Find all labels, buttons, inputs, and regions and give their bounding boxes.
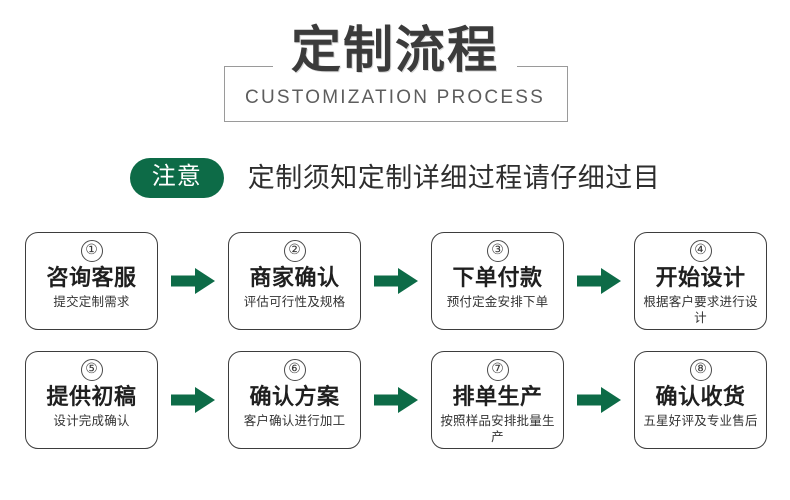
- step-number-5: ⑤: [80, 359, 103, 381]
- page-subtitle: CUSTOMIZATION PROCESS: [245, 87, 545, 108]
- step-desc-7: 按照样品安排批量生产: [440, 414, 555, 444]
- arrow-icon-1: [158, 261, 228, 301]
- step-box-8: ⑧ 确认收货 五星好评及专业售后: [634, 351, 767, 449]
- arrow-icon-4: [158, 380, 228, 420]
- arrow-icon-6: [564, 380, 634, 420]
- step-desc-4: 根据客户要求进行设计: [643, 295, 758, 325]
- step-box-5: ⑤ 提供初稿 设计完成确认: [25, 351, 158, 449]
- step-desc-6: 客户确认进行加工: [243, 414, 346, 428]
- step-box-1: ① 咨询客服 提交定制需求: [25, 232, 158, 330]
- step-title-7: 排单生产: [452, 384, 543, 409]
- step-title-5: 提供初稿: [46, 384, 137, 409]
- page-title-text: 定制流程: [273, 22, 517, 78]
- step-title-1: 咨询客服: [46, 265, 137, 290]
- step-number-3: ③: [486, 240, 509, 262]
- notice-badge: 注意: [129, 158, 224, 198]
- step-number-6: ⑥: [283, 359, 306, 381]
- process-flow: ① 咨询客服 提交定制需求 ② 商家确认 评估可行性及规格 ③ 下单付款 预付定…: [0, 222, 790, 460]
- step-title-4: 开始设计: [655, 265, 746, 290]
- step-title-8: 确认收货: [655, 384, 746, 409]
- arrow-icon-3: [564, 261, 634, 301]
- step-title-2: 商家确认: [249, 265, 340, 290]
- notice-text: 定制须知定制详细过程请仔细过目: [247, 163, 661, 193]
- arrow-icon-5: [361, 380, 431, 420]
- process-row-1: ① 咨询客服 提交定制需求 ② 商家确认 评估可行性及规格 ③ 下单付款 预付定…: [0, 222, 790, 340]
- step-number-8: ⑧: [689, 359, 712, 381]
- step-number-4: ④: [689, 240, 712, 262]
- step-title-3: 下单付款: [452, 265, 543, 290]
- page-header: 定制流程 CUSTOMIZATION PROCESS: [0, 0, 790, 140]
- step-number-1: ①: [80, 240, 103, 262]
- arrow-icon-2: [361, 261, 431, 301]
- step-number-2: ②: [283, 240, 306, 262]
- step-box-7: ⑦ 排单生产 按照样品安排批量生产: [431, 351, 564, 449]
- step-box-2: ② 商家确认 评估可行性及规格: [228, 232, 361, 330]
- step-desc-2: 评估可行性及规格: [243, 295, 346, 309]
- notice-banner: 注意 定制须知定制详细过程请仔细过目: [0, 152, 790, 204]
- step-desc-8: 五星好评及专业售后: [643, 414, 758, 428]
- page-title: 定制流程: [0, 22, 790, 78]
- step-desc-3: 预付定金安排下单: [446, 295, 549, 309]
- step-box-3: ③ 下单付款 预付定金安排下单: [431, 232, 564, 330]
- step-desc-1: 提交定制需求: [53, 295, 130, 309]
- process-row-2: ⑤ 提供初稿 设计完成确认 ⑥ 确认方案 客户确认进行加工 ⑦ 排单生产 按照样…: [0, 340, 790, 460]
- step-number-7: ⑦: [486, 359, 509, 381]
- step-box-6: ⑥ 确认方案 客户确认进行加工: [228, 351, 361, 449]
- step-box-4: ④ 开始设计 根据客户要求进行设计: [634, 232, 767, 330]
- step-desc-5: 设计完成确认: [53, 414, 130, 428]
- step-title-6: 确认方案: [249, 384, 340, 409]
